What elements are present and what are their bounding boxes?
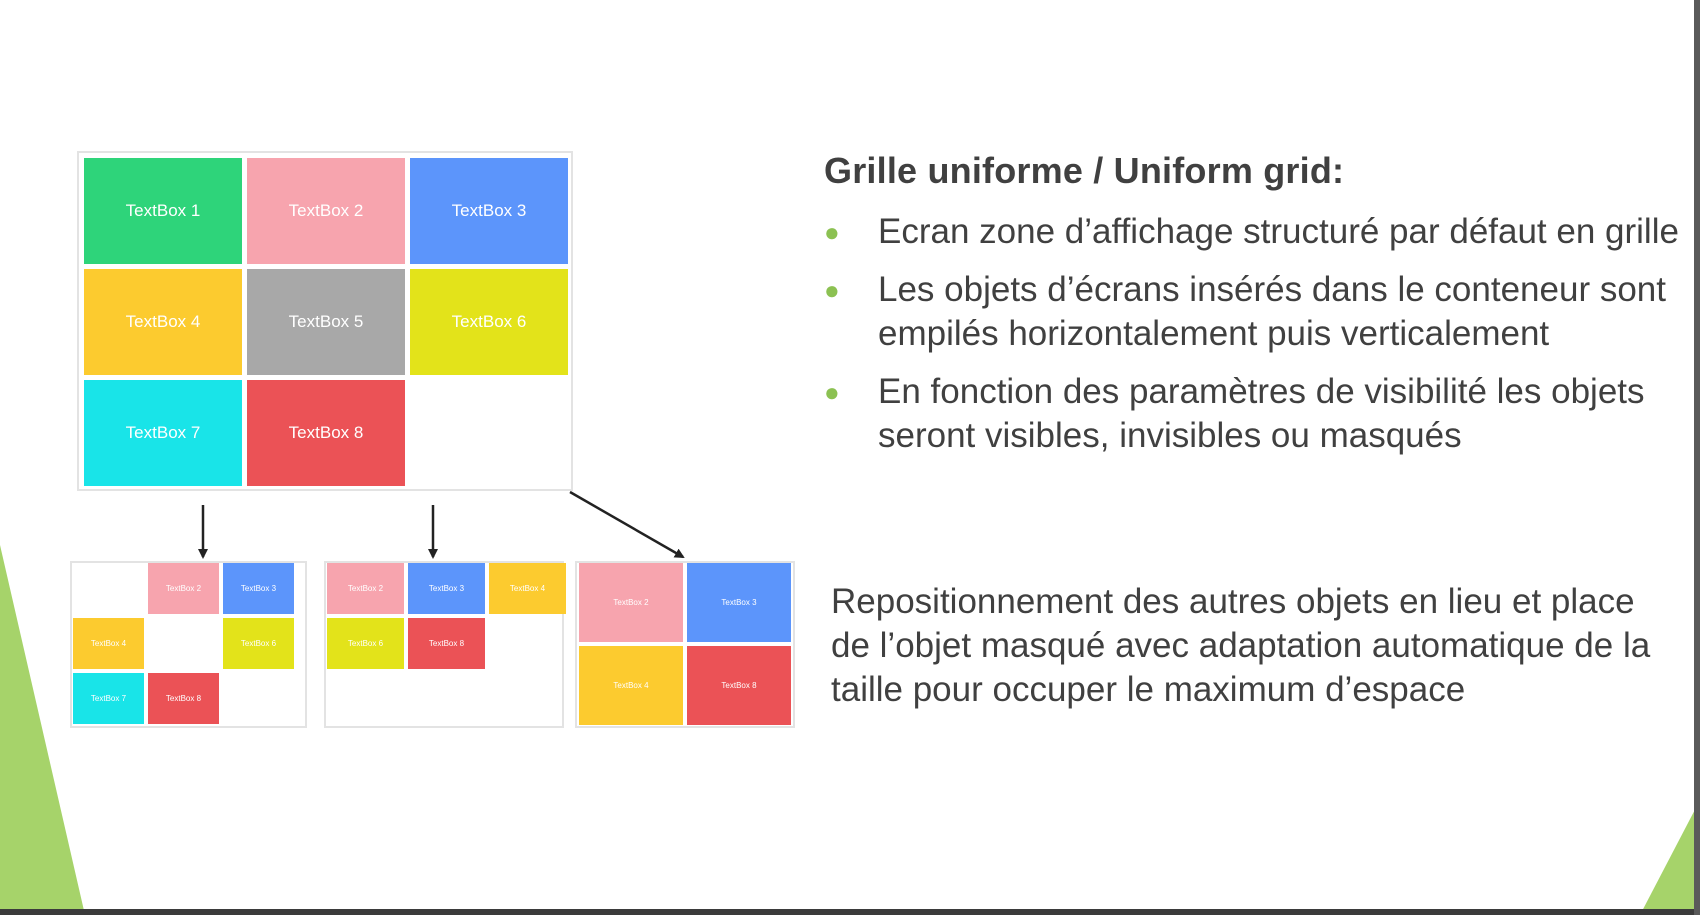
grid-invisible-cell-textbox-4: TextBox 4 (73, 618, 144, 669)
grid-invisible-cell-textbox-6: TextBox 6 (223, 618, 294, 669)
grid-auto-resize-cell-textbox-3: TextBox 3 (687, 563, 791, 642)
bullet-dot-icon: ● (824, 217, 840, 247)
grid-main-cell-textbox-5: TextBox 5 (247, 269, 405, 375)
paragraph-repositioning: Repositionnement des autres objets en li… (831, 582, 1651, 709)
arrow-to-grid-auto-resize (569, 490, 685, 559)
grid-main-cell-textbox-3: TextBox 3 (410, 158, 568, 264)
grid-invisible-cell-textbox-7: TextBox 7 (73, 673, 144, 724)
bullet-text: Les objets d’écrans insérés dans le cont… (878, 270, 1666, 353)
grid-hidden-reflow-cell-textbox-8: TextBox 8 (408, 618, 485, 669)
bullet-dot-icon: ● (824, 275, 840, 305)
grid-hidden-reflow-cell-textbox-2: TextBox 2 (327, 563, 404, 614)
grid-main-cell-textbox-4: TextBox 4 (84, 269, 242, 375)
grid-invisible-cell-textbox-2: TextBox 2 (148, 563, 219, 614)
right-green-accent (1640, 800, 1700, 915)
grid-main-cell-textbox-7: TextBox 7 (84, 380, 242, 486)
bullet-item: ● Les objets d’écrans insérés dans le con… (820, 268, 1680, 356)
left-green-accent (0, 545, 85, 915)
grid-invisible-cell-textbox-3: TextBox 3 (223, 563, 294, 614)
grid-main-cell-textbox-1: TextBox 1 (84, 158, 242, 264)
grid-auto-resize-cell-textbox-8: TextBox 8 (687, 646, 791, 725)
grid-main-cell-textbox-6: TextBox 6 (410, 269, 568, 375)
grid-auto-resize-cell-textbox-2: TextBox 2 (579, 563, 683, 642)
bullet-item: ● En fonction des paramètres de visibilit… (820, 370, 1680, 458)
bullet-item: ● Ecran zone d’affichage structuré par dé… (820, 210, 1680, 254)
window-right-border (1694, 0, 1700, 915)
bullet-list: ● Ecran zone d’affichage structuré par dé… (820, 210, 1680, 472)
grid-hidden-reflow-cell-textbox-4: TextBox 4 (489, 563, 566, 614)
window-bottom-border (0, 909, 1700, 915)
grid-main-cell-textbox-8: TextBox 8 (247, 380, 405, 486)
grid-main-cell-textbox-2: TextBox 2 (247, 158, 405, 264)
grid-invisible-cell-textbox-8: TextBox 8 (148, 673, 219, 724)
grid-hidden-reflow-cell-textbox-6: TextBox 6 (327, 618, 404, 669)
grid-auto-resize-cell-textbox-4: TextBox 4 (579, 646, 683, 725)
bullet-text: En fonction des paramètres de visibilité… (878, 372, 1645, 455)
slide-title: Grille uniforme / Uniform grid: (824, 150, 1345, 191)
bullet-text: Ecran zone d’affichage structuré par déf… (878, 212, 1679, 251)
bullet-dot-icon: ● (824, 377, 840, 407)
grid-hidden-reflow-cell-textbox-3: TextBox 3 (408, 563, 485, 614)
